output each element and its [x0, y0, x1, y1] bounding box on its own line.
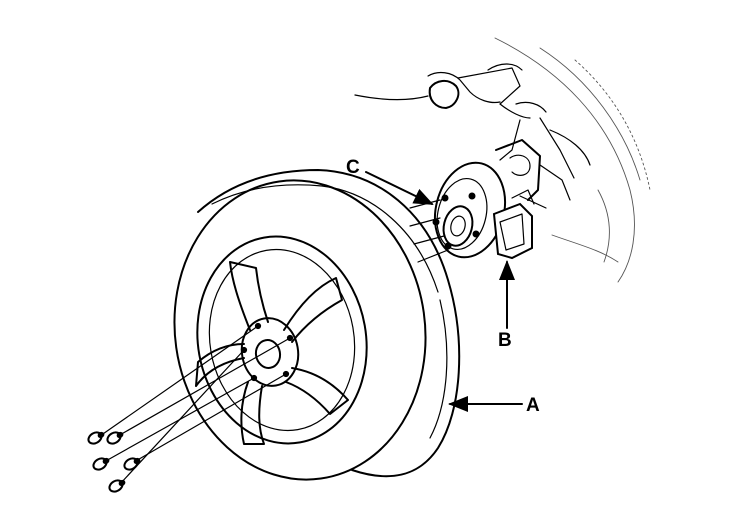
brake-caliper [492, 189, 535, 260]
lug-nut [123, 457, 141, 471]
lug-nuts [87, 431, 141, 493]
steering-knuckle [495, 139, 571, 209]
leader-line-c [365, 171, 434, 205]
callout-label-b: B [498, 330, 512, 351]
callout-label-a: A [526, 395, 540, 416]
lug-nut [92, 457, 110, 471]
tire [173, 169, 461, 481]
lug-nut [108, 479, 126, 493]
lug-nut [106, 431, 124, 445]
fender-outline [494, 37, 651, 283]
lug-nut-lines [99, 325, 291, 485]
callout-leaders [365, 171, 523, 412]
callout-label-c: C [346, 157, 360, 178]
hub-and-disc [432, 161, 506, 259]
upper-suspension-arm [354, 63, 591, 179]
alloy-wheel [195, 235, 368, 445]
lug-nut [87, 431, 105, 445]
